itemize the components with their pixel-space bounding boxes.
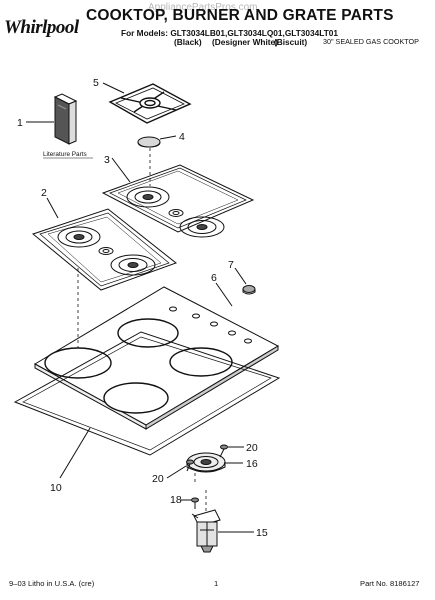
color-black: (Black) <box>174 37 202 47</box>
callout-20-left: 20 <box>152 473 164 485</box>
burner-plate-upper <box>101 164 255 238</box>
watermark: AppliancePartsPros.com <box>148 2 258 13</box>
burner-plate-lower <box>31 208 178 291</box>
callout-6: 6 <box>211 272 217 284</box>
callout-20-right: 20 <box>246 442 258 454</box>
leader-line-7 <box>234 267 247 285</box>
screw-left <box>186 459 194 472</box>
callout-1: 1 <box>17 117 23 129</box>
callout-2: 2 <box>41 187 47 199</box>
page-title: COOKTOP, BURNER AND GRATE PARTS <box>86 7 394 24</box>
color-designer-white: (Designer White) <box>212 37 278 47</box>
callout-5: 5 <box>93 77 99 89</box>
callout-7: 7 <box>228 259 234 271</box>
callout-15: 15 <box>256 527 268 539</box>
callout-3: 3 <box>104 154 110 166</box>
screw-ignitor <box>191 497 199 509</box>
literature-parts-label: Literature Parts <box>43 151 87 158</box>
footer-part-number: Part No. 8186127 <box>360 579 420 588</box>
control-knob <box>242 285 256 295</box>
burner-grate <box>108 83 192 124</box>
literature-booklet <box>53 93 78 145</box>
footer-page-number: 1 <box>214 579 219 588</box>
leader-line-4 <box>159 135 177 140</box>
burner-mount <box>191 509 221 553</box>
color-biscuit: (Biscuit) <box>274 37 308 47</box>
leader-line-10 <box>59 427 91 479</box>
callout-4: 4 <box>179 131 185 143</box>
callout-18: 18 <box>170 494 182 506</box>
burner-base <box>186 452 226 473</box>
leader-line-2 <box>46 197 59 219</box>
product-subtitle: 30" SEALED GAS COOKTOP <box>323 37 419 46</box>
model-list: For Models: GLT3034LB01,GLT3034LQ01,GLT3… <box>121 28 339 38</box>
callout-16: 16 <box>246 458 258 470</box>
leader-line-3 <box>111 157 131 183</box>
callout-10: 10 <box>50 482 62 494</box>
cooktop-gasket <box>13 331 281 456</box>
burner-cap <box>137 136 161 148</box>
leader-line-6 <box>215 282 233 307</box>
cooktop-surface <box>33 286 280 430</box>
footer-print-info: 9–03 Litho in U.S.A. (cre) <box>9 579 95 588</box>
leader-line-20-left <box>166 465 187 479</box>
screw-right <box>219 444 228 458</box>
brand-logo: Whirlpool <box>4 17 79 38</box>
leader-line-5 <box>102 82 125 94</box>
